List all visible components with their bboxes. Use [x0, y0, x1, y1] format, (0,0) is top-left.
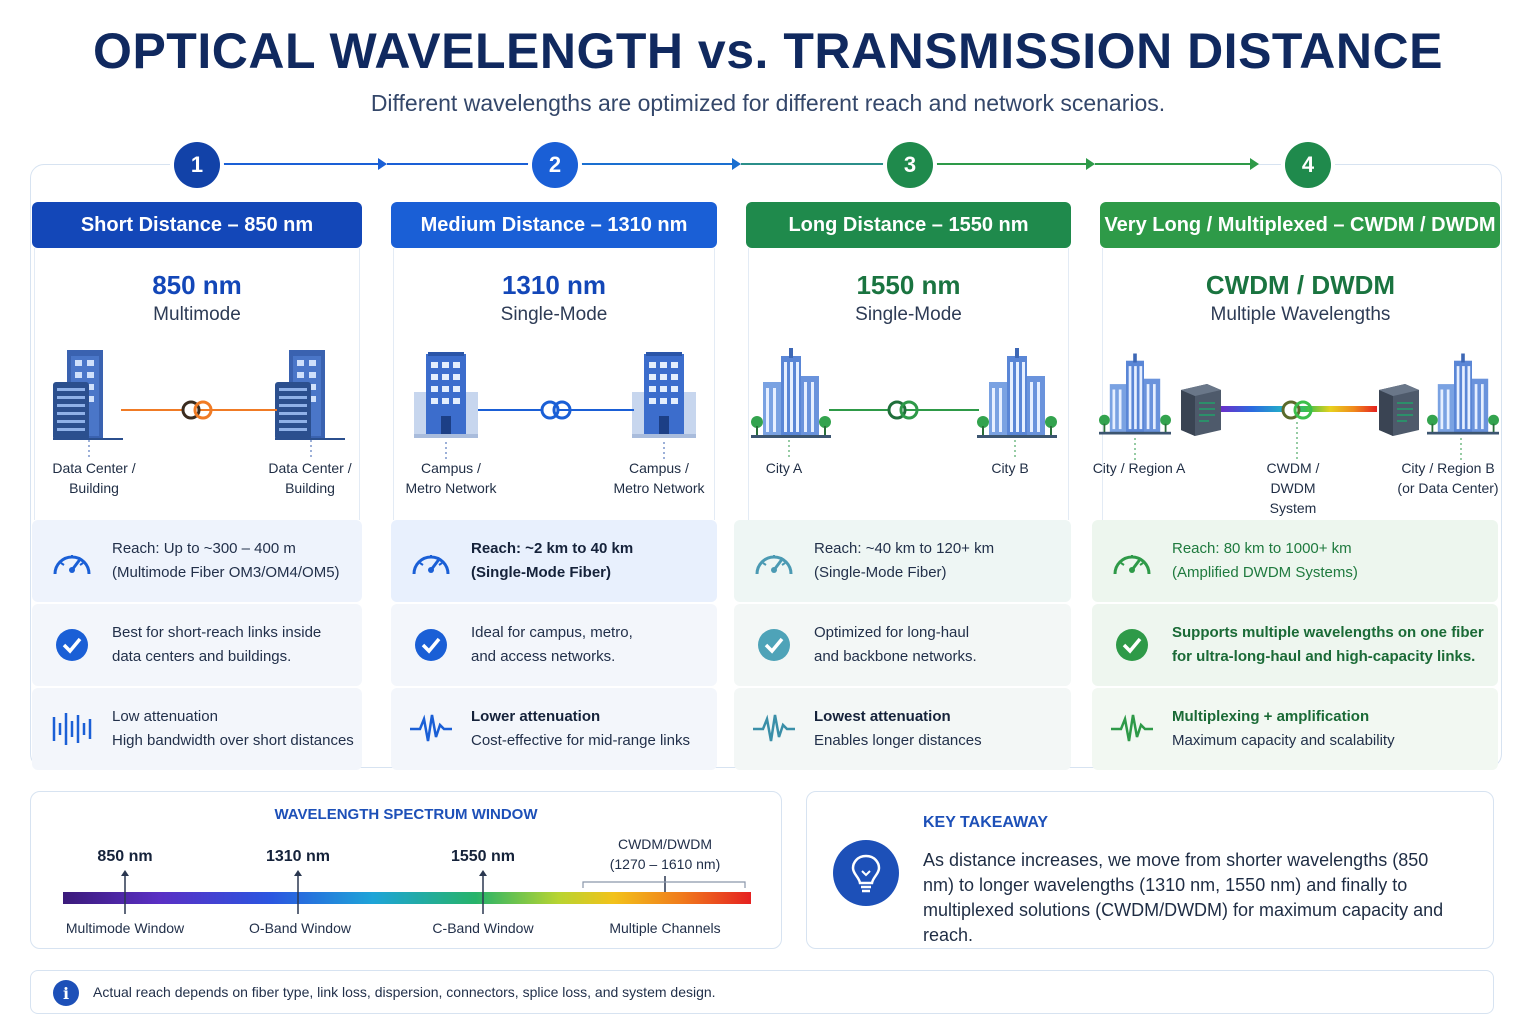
- column-body: CWDM / DWDM Multiple Wavelengths City / …: [1093, 248, 1498, 520]
- window-label-multimode: Multimode Window: [65, 920, 185, 936]
- column-header: Very Long / Multiplexed – CWDM / DWDM: [1100, 202, 1500, 248]
- use-case-card: Ideal for campus, metro,and access netwo…: [391, 604, 717, 686]
- column-header: Long Distance – 1550 nm: [746, 202, 1071, 248]
- step-connector-2: [580, 163, 735, 165]
- footnote-text: Actual reach depends on fiber type, link…: [93, 984, 716, 1000]
- multiplexed-fiber-link: [1134, 400, 1462, 460]
- fiber-link: [88, 400, 312, 460]
- fiber-link: [445, 400, 665, 460]
- step-connector-3b: [1095, 163, 1253, 165]
- mode-label: Single-Mode: [500, 304, 608, 325]
- step-circle-3: 3: [887, 142, 933, 188]
- column-multiplexed: Very Long / Multiplexed – CWDM / DWDM CW…: [1092, 202, 1500, 770]
- info-icon: i: [53, 980, 79, 1006]
- arrow-icon: [1086, 158, 1095, 170]
- use-case-card: Supports multiple wavelengths on one fib…: [1092, 604, 1498, 686]
- check-circle-icon: [391, 628, 471, 662]
- check-circle-icon: [32, 628, 112, 662]
- link-diagram: Campus /Metro Network Campus /Metro Netw…: [394, 340, 714, 520]
- window-label-channels: Multiple Channels: [609, 920, 721, 936]
- spectrum-title: WAVELENGTH SPECTRUM WINDOW: [274, 806, 538, 823]
- link-diagram: Data Center /Building Data Center /Build…: [35, 340, 359, 520]
- signal-bars-icon: [32, 709, 112, 749]
- speedometer-icon: [32, 544, 112, 578]
- column-medium-distance: Medium Distance – 1310 nm 1310 nm Single…: [391, 202, 717, 770]
- speedometer-icon: [1092, 544, 1172, 578]
- window-label-oband: O-Band Window: [249, 920, 351, 936]
- column-header: Medium Distance – 1310 nm: [391, 202, 717, 248]
- mode-label: Single-Mode: [855, 304, 962, 325]
- reach-card: Reach: 80 km to 1000+ km(Amplified DWDM …: [1092, 520, 1498, 602]
- wavelength-title: 1550 nm: [856, 270, 961, 300]
- mode-label: Multimode: [153, 304, 241, 325]
- speedometer-icon: [734, 544, 814, 578]
- endpoint-label-left: Data Center /Building: [52, 460, 136, 496]
- check-circle-icon: [1092, 628, 1172, 662]
- marker-label-1550: 1550 nm: [450, 848, 516, 865]
- reach-card: Reach: ~2 km to 40 km(Single-Mode Fiber): [391, 520, 717, 602]
- step-connector-3: [934, 163, 1089, 165]
- arrow-icon: [1250, 158, 1259, 170]
- column-body: 1550 nm Single-Mode City A City B: [748, 248, 1069, 520]
- endpoint-label-left: Campus /Metro Network: [405, 460, 497, 496]
- marker-label-1310: 1310 nm: [265, 848, 331, 865]
- reach-card: Reach: ~40 km to 120+ km(Single-Mode Fib…: [734, 520, 1071, 602]
- waveform-icon: [734, 711, 814, 747]
- spectrum-panel: WAVELENGTH SPECTRUM WINDOW 850 nm 1310 n…: [30, 791, 782, 949]
- step-connector-2b: [741, 163, 886, 165]
- column-header: Short Distance – 850 nm: [32, 202, 362, 248]
- endpoint-label-right: Data Center /Building: [268, 460, 352, 496]
- footnote: i Actual reach depends on fiber type, li…: [30, 970, 1494, 1014]
- step-connector-1b: [387, 163, 532, 165]
- waveform-icon: [391, 711, 471, 747]
- page-title: OPTICAL WAVELENGTH vs. TRANSMISSION DIST…: [93, 23, 1443, 79]
- waveform-icon: [1092, 711, 1172, 747]
- window-label-cband: C-Band Window: [432, 920, 534, 936]
- endpoint-label-right: City B: [991, 460, 1029, 476]
- endpoint-label-right: City / Region B(or Data Center): [1397, 460, 1499, 496]
- arrow-icon: [378, 158, 387, 170]
- step-circle-2: 2: [532, 142, 578, 188]
- reach-card: Reach: Up to ~300 – 400 m(Multimode Fibe…: [32, 520, 362, 602]
- takeaway-title: KEY TAKEAWAY: [923, 814, 1049, 831]
- column-long-distance: Long Distance – 1550 nm 1550 nm Single-M…: [734, 202, 1071, 770]
- endpoint-label-left: City A: [765, 460, 803, 476]
- takeaway-text: As distance increases, we move from shor…: [923, 850, 1444, 945]
- speedometer-icon: [391, 544, 471, 578]
- column-body: 1310 nm Single-Mode Campus /Metro Networ…: [393, 248, 715, 520]
- step-connector-1: [222, 163, 382, 165]
- step-circle-1: 1: [174, 142, 220, 188]
- column-short-distance: Short Distance – 850 nm 850 nm Multimode…: [32, 202, 362, 770]
- step-circle-4: 4: [1285, 142, 1331, 188]
- page-subtitle: Different wavelengths are optimized for …: [370, 90, 1166, 116]
- wavelength-title: 1310 nm: [501, 270, 607, 300]
- marker-label-cwdm: CWDM/DWDM (1270 – 1610 nm): [609, 836, 721, 872]
- spectrum-bar: [63, 870, 751, 914]
- link-diagram: City A City B: [749, 340, 1068, 520]
- column-body: 850 nm Multimode Data Center /Building D…: [34, 248, 360, 520]
- marker-label-850: 850 nm: [97, 848, 153, 865]
- mode-label: Multiple Wavelengths: [1210, 304, 1391, 325]
- lightbulb-icon: [833, 840, 899, 906]
- endpoint-label-right: Campus /Metro Network: [613, 460, 705, 496]
- wavelength-title: CWDM / DWDM: [1205, 270, 1396, 300]
- wavelength-title: 850 nm: [152, 270, 242, 300]
- arrow-icon: [732, 158, 741, 170]
- endpoint-label-left: City / Region A: [1092, 460, 1186, 476]
- key-takeaway-panel: KEY TAKEAWAY As distance increases, we m…: [806, 791, 1494, 949]
- fiber-link: [788, 400, 1016, 460]
- check-circle-icon: [734, 628, 814, 662]
